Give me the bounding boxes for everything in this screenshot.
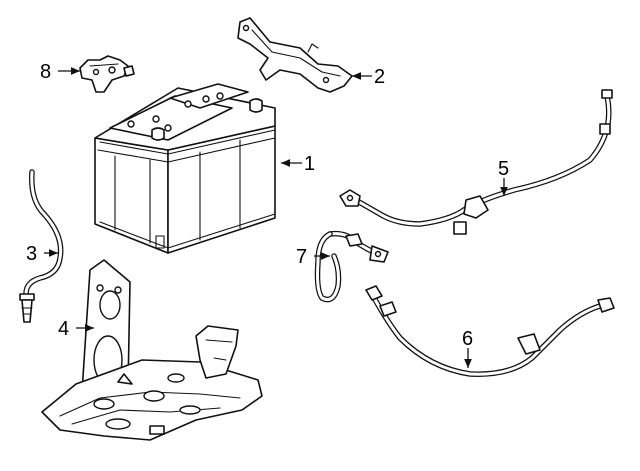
callout-6: 6 <box>462 328 473 350</box>
battery-sensor <box>79 55 135 93</box>
positive-cable <box>339 89 613 235</box>
battery <box>94 83 276 254</box>
callout-3: 3 <box>26 243 37 265</box>
callout-numbers: 1 2 3 4 5 6 7 8 <box>26 61 509 350</box>
vent-tube <box>19 169 64 323</box>
callout-2: 2 <box>374 66 385 88</box>
callout-8: 8 <box>40 61 51 83</box>
callout-7: 7 <box>296 246 307 268</box>
battery-tray <box>41 259 263 441</box>
callout-leaders <box>44 67 508 368</box>
negative-cable <box>365 285 615 377</box>
hold-down-bracket <box>237 17 353 93</box>
callout-1: 1 <box>304 153 315 175</box>
ground-cable <box>314 230 389 303</box>
callout-4: 4 <box>58 318 69 340</box>
callout-5: 5 <box>498 158 509 180</box>
